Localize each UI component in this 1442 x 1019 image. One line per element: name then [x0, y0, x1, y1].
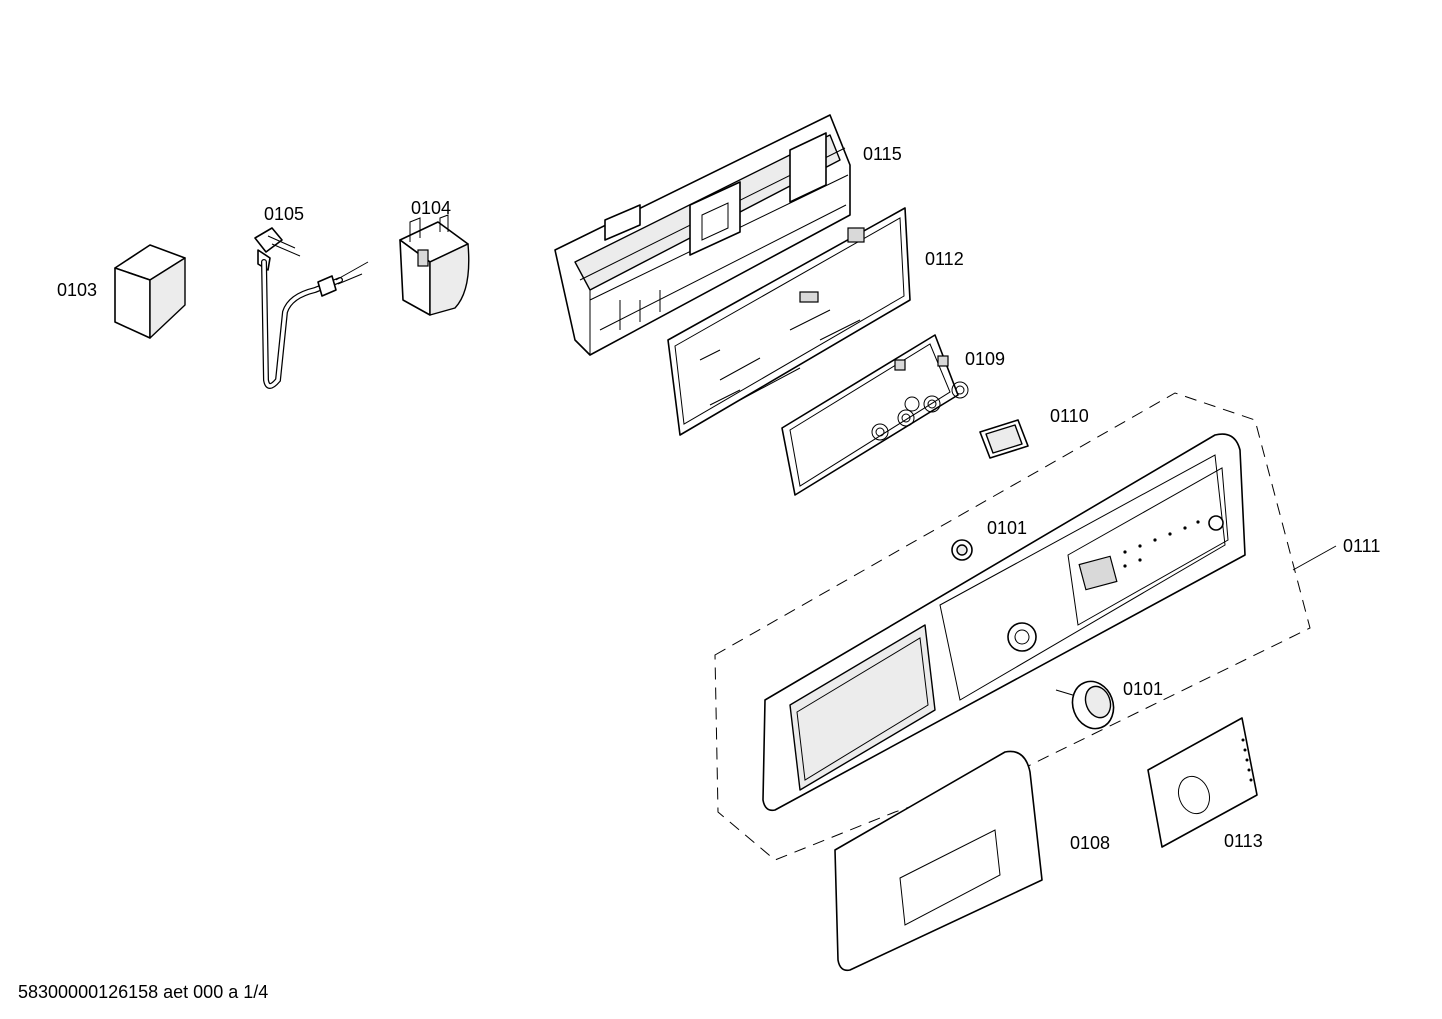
label-0101-bottom: 0101	[1123, 679, 1164, 699]
part-0101-knob-bottom	[1055, 680, 1115, 730]
part-0115-housing	[554, 114, 851, 356]
part-0105-power-cord	[254, 227, 369, 389]
part-0108-drawer-handle	[834, 750, 1043, 972]
part-0112-main-pcb	[667, 207, 911, 436]
label-0105: 0105	[264, 204, 305, 224]
part-0101-knob-top	[951, 539, 973, 561]
part-0111-control-panel	[762, 433, 1246, 812]
drawing-reference-footer: 58300000126158 aet 000 a 1/4	[18, 982, 269, 1002]
label-0110: 0110	[1050, 406, 1089, 426]
part-0109-display-pcb	[781, 334, 969, 496]
part-0103-cover	[114, 244, 186, 339]
label-0108: 0108	[1070, 833, 1111, 853]
label-0109: 0109	[965, 349, 1006, 369]
part-0110-display-window	[979, 419, 1029, 459]
part-0113-fascia-foil	[1147, 717, 1258, 848]
label-0111: 0111	[1343, 536, 1381, 556]
leader-0111	[1292, 545, 1337, 571]
label-0115: 0115	[863, 144, 902, 164]
label-0112: 0112	[925, 249, 964, 269]
part-0104-filter	[399, 214, 470, 316]
label-0113: 0113	[1224, 831, 1263, 851]
label-0104: 0104	[411, 198, 452, 218]
label-0103: 0103	[57, 280, 98, 300]
label-0101-top: 0101	[987, 518, 1028, 538]
